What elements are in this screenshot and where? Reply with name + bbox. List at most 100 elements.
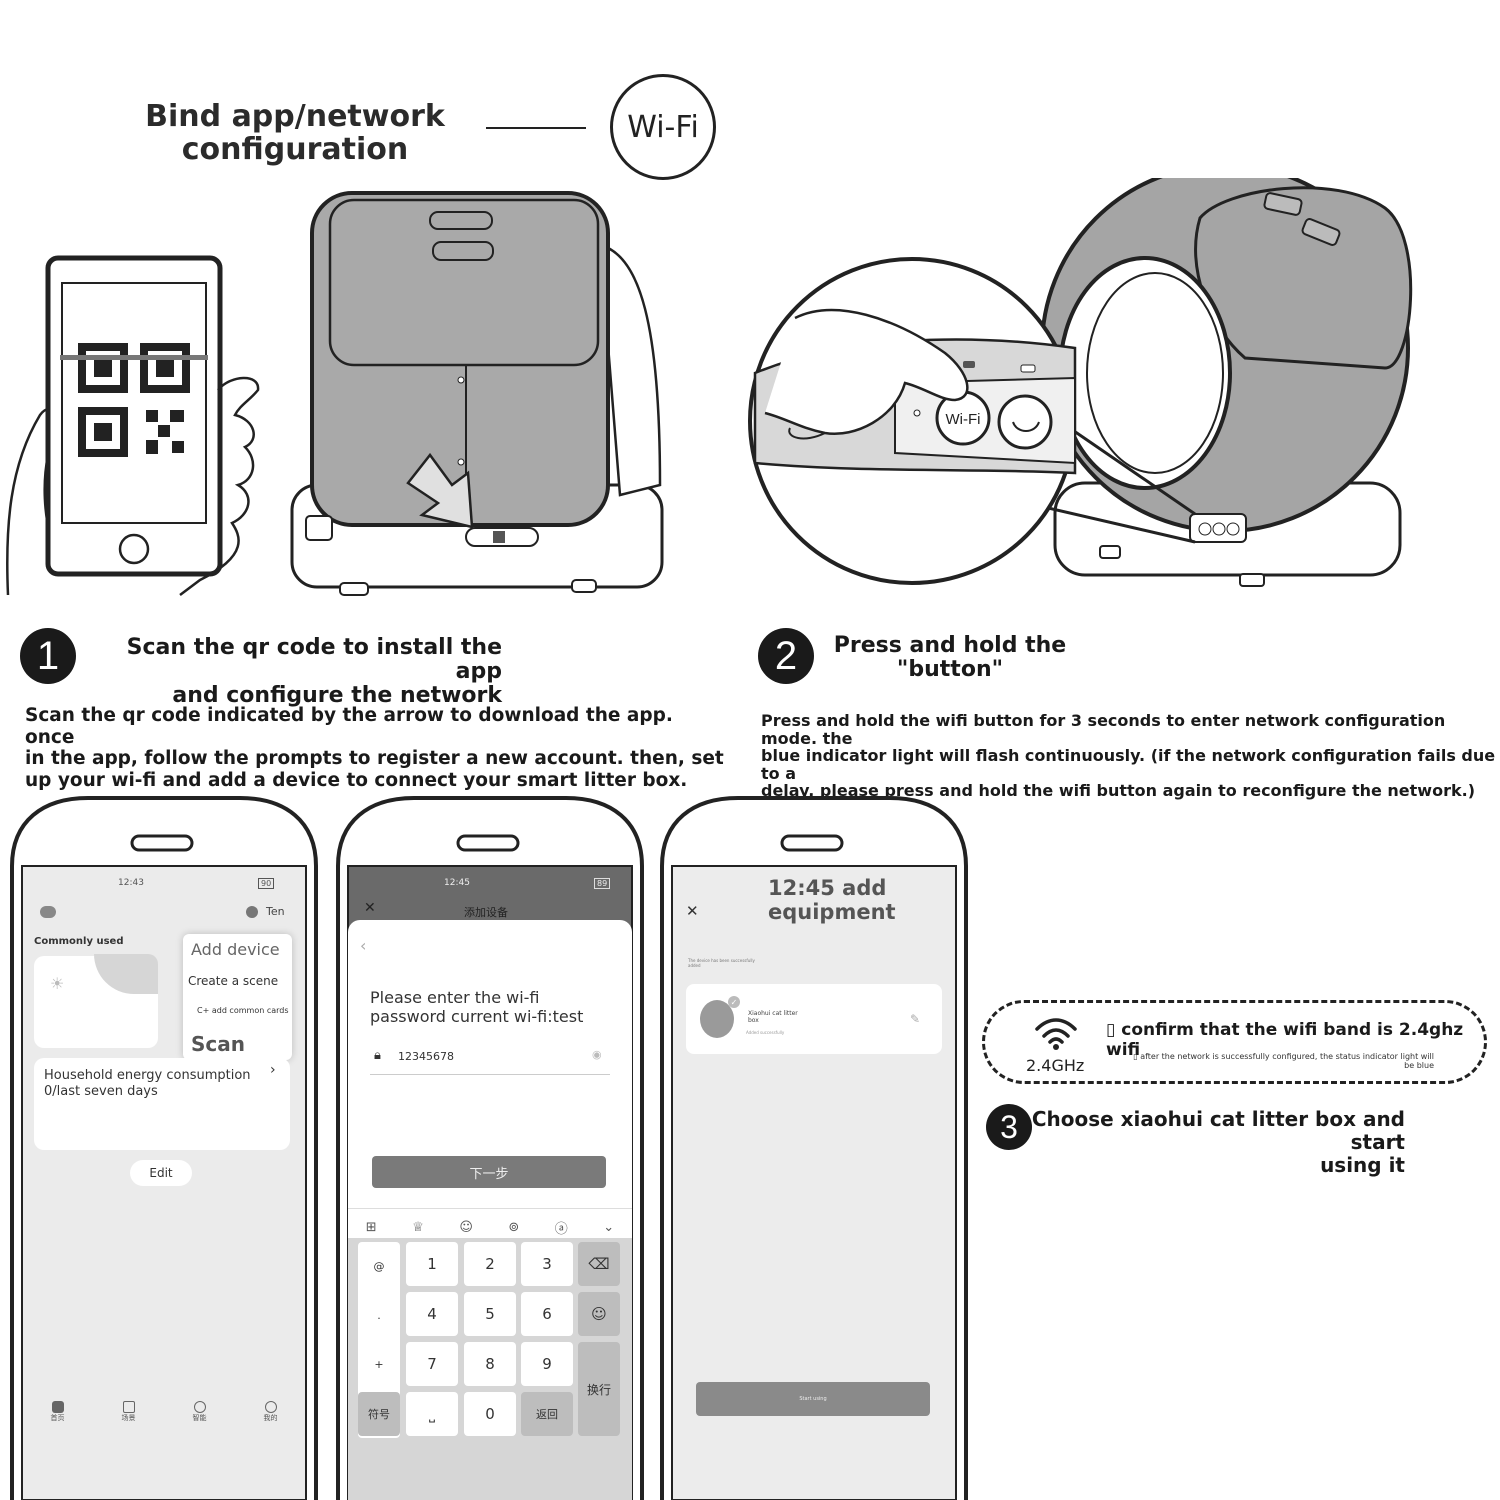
check-icon: ✓ bbox=[728, 996, 740, 1008]
qr-code-icon bbox=[60, 343, 208, 457]
emoji-icon[interactable]: ☺ bbox=[459, 1219, 473, 1235]
lock-icon: 🔒︎ bbox=[374, 1048, 381, 1063]
wifi-signal-icon bbox=[1035, 1018, 1077, 1050]
profile-icon bbox=[264, 1401, 277, 1413]
phone-wifi-password-screen: 12:45 89 ✕ 添加设备 ‹ Please enter the wi-fi… bbox=[334, 796, 646, 1500]
number-keyboard: @ . + - 1 2 3 ⌫ 4 5 6 ☺ 7 8 9 换行 符号 ⎵ 0 … bbox=[348, 1238, 632, 1500]
screen-title-line2: equipment bbox=[768, 900, 896, 924]
qr-scan-illustration bbox=[6, 191, 664, 596]
newline-key[interactable]: 换行 bbox=[578, 1342, 620, 1436]
nav-mine[interactable]: 我的 bbox=[264, 1401, 278, 1423]
band-label: 2.4GHz bbox=[1026, 1056, 1085, 1075]
grid-icon[interactable]: ⊞ bbox=[365, 1219, 377, 1235]
prompt-line2: password current wi-fi:test bbox=[370, 1007, 584, 1026]
wifi-badge: Wi-Fi bbox=[610, 74, 716, 180]
after-config-text-2: be blue bbox=[1404, 1061, 1434, 1070]
step-3-title-line1: Choose xiaohui cat litter box and start bbox=[1031, 1107, 1405, 1154]
space-key[interactable]: ⎵ bbox=[406, 1392, 458, 1436]
litter-box-thumbnail bbox=[700, 1000, 734, 1038]
key-7[interactable]: 7 bbox=[406, 1342, 458, 1386]
menu-create-scene[interactable]: Create a scene bbox=[188, 974, 279, 988]
back-key[interactable]: 返回 bbox=[521, 1392, 573, 1436]
scene-icon bbox=[122, 1401, 135, 1413]
battery-indicator: 89 bbox=[594, 878, 611, 889]
step-2-number: 2 bbox=[758, 628, 814, 684]
step-2-desc-line2: blue indicator light will flash continuo… bbox=[761, 746, 1496, 783]
device-card[interactable]: ✓ Xiaohui cat litter box Added successfu… bbox=[686, 984, 942, 1054]
close-icon[interactable]: ✕ bbox=[686, 902, 699, 920]
page-title: Bind app/network configuration bbox=[145, 99, 445, 167]
step-2-desc-line3: delay, please press and hold the wifi bu… bbox=[761, 781, 1475, 800]
password-input[interactable]: 🔒︎ 12345678 ◉ bbox=[370, 1042, 610, 1075]
nav-scene[interactable]: 场景 bbox=[122, 1401, 136, 1423]
step-3-number: 3 bbox=[986, 1104, 1032, 1150]
device-card[interactable]: ☀ bbox=[34, 954, 158, 1048]
key-0[interactable]: 0 bbox=[464, 1392, 516, 1436]
wifi-button-illustration: Wi-Fi bbox=[748, 178, 1413, 587]
backspace-icon[interactable]: ⌫ bbox=[578, 1242, 620, 1286]
status-time: 12:43 bbox=[118, 878, 144, 888]
step-2-desc-line1: Press and hold the wifi button for 3 sec… bbox=[761, 711, 1446, 748]
menu-add-cards[interactable]: C+ add common cards bbox=[197, 1006, 289, 1015]
key-4[interactable]: 4 bbox=[406, 1292, 458, 1336]
wifi-band-note bbox=[982, 1000, 1487, 1084]
band-confirm-text: ▯ confirm that the wifi band is 2.4ghz w… bbox=[1106, 1020, 1464, 1060]
edit-pencil-icon[interactable]: ✎ bbox=[910, 1012, 921, 1026]
menu-add-device[interactable]: Add device bbox=[191, 940, 280, 959]
after-config-text: ▯ after the network is successfully conf… bbox=[1133, 1052, 1434, 1061]
step-1-title-line2: and configure the network bbox=[172, 683, 502, 708]
magnified-button-panel: Wi-Fi bbox=[748, 257, 1077, 585]
key-at[interactable]: @ bbox=[373, 1260, 385, 1273]
password-value: 12345678 bbox=[398, 1050, 454, 1063]
energy-value: 0/last seven days bbox=[44, 1084, 158, 1099]
keyboard-toolbar: ⊞ ♕ ☺ ⊚ ⓐ ⌄ bbox=[348, 1208, 632, 1245]
key-3[interactable]: 3 bbox=[521, 1242, 573, 1286]
key-6[interactable]: 6 bbox=[521, 1292, 573, 1336]
step-1-desc-line1: Scan the qr code indicated by the arrow … bbox=[25, 705, 673, 748]
success-hint: The device has been successfully added bbox=[688, 958, 755, 968]
nav-smart[interactable]: 智能 bbox=[193, 1401, 207, 1423]
key-5[interactable]: 5 bbox=[464, 1292, 516, 1336]
smart-icon bbox=[193, 1401, 206, 1413]
header-title: 添加设备 bbox=[464, 906, 508, 919]
device-name: Xiaohui cat litter box bbox=[748, 1010, 798, 1024]
commonly-used-label: Commonly used bbox=[34, 936, 124, 947]
litter-box-front bbox=[290, 191, 664, 596]
step-2-title-line2: "button" bbox=[896, 657, 1004, 682]
music-icon[interactable]: ⊚ bbox=[508, 1219, 520, 1235]
key-8[interactable]: 8 bbox=[464, 1342, 516, 1386]
chevron-right-icon: › bbox=[270, 1062, 276, 1078]
back-chevron-icon[interactable]: ‹ bbox=[360, 936, 367, 955]
wifi-button-label: Wi-Fi bbox=[946, 411, 981, 428]
device-status: Added successfully bbox=[746, 1030, 785, 1035]
symbols-key[interactable]: 符号 bbox=[358, 1392, 400, 1436]
key-2[interactable]: 2 bbox=[464, 1242, 516, 1286]
menu-scan[interactable]: Scan bbox=[191, 1032, 245, 1056]
avatar[interactable] bbox=[246, 906, 258, 918]
sun-icon: ☀ bbox=[50, 974, 65, 993]
key-plus[interactable]: + bbox=[374, 1358, 384, 1371]
eye-icon[interactable]: ◉ bbox=[592, 1048, 602, 1061]
robot-icon[interactable] bbox=[40, 906, 56, 918]
key-9[interactable]: 9 bbox=[521, 1342, 573, 1386]
chevron-down-icon[interactable]: ⌄ bbox=[603, 1219, 615, 1235]
key-dot[interactable]: . bbox=[377, 1309, 381, 1322]
status-time: 12:45 bbox=[444, 878, 470, 888]
phone-home-screen: 12:43 90 Ten Commonly used ☀ Add device … bbox=[8, 796, 320, 1500]
shirt-icon[interactable]: ♕ bbox=[412, 1219, 424, 1235]
close-icon[interactable]: ✕ bbox=[364, 900, 376, 916]
header-divider bbox=[486, 127, 586, 129]
next-button[interactable]: 下一步 bbox=[372, 1156, 606, 1188]
energy-card[interactable]: Household energy consumption 0/last seve… bbox=[34, 1058, 290, 1150]
emoji-key-icon[interactable]: ☺ bbox=[578, 1292, 620, 1336]
key-1[interactable]: 1 bbox=[406, 1242, 458, 1286]
user-name: Ten bbox=[266, 905, 285, 918]
edit-button[interactable]: Edit bbox=[130, 1160, 192, 1186]
step-1-desc-line3: up your wi-fi and add a device to connec… bbox=[25, 769, 688, 791]
nav-home[interactable]: 首页 bbox=[51, 1401, 65, 1423]
add-menu: Add device Create a scene C+ add common … bbox=[183, 934, 292, 1060]
battery-indicator: 90 bbox=[258, 878, 275, 889]
step-1-number: 1 bbox=[20, 628, 76, 684]
start-using-button[interactable]: Start using bbox=[696, 1382, 930, 1416]
handwriting-icon[interactable]: ⓐ bbox=[554, 1221, 568, 1237]
